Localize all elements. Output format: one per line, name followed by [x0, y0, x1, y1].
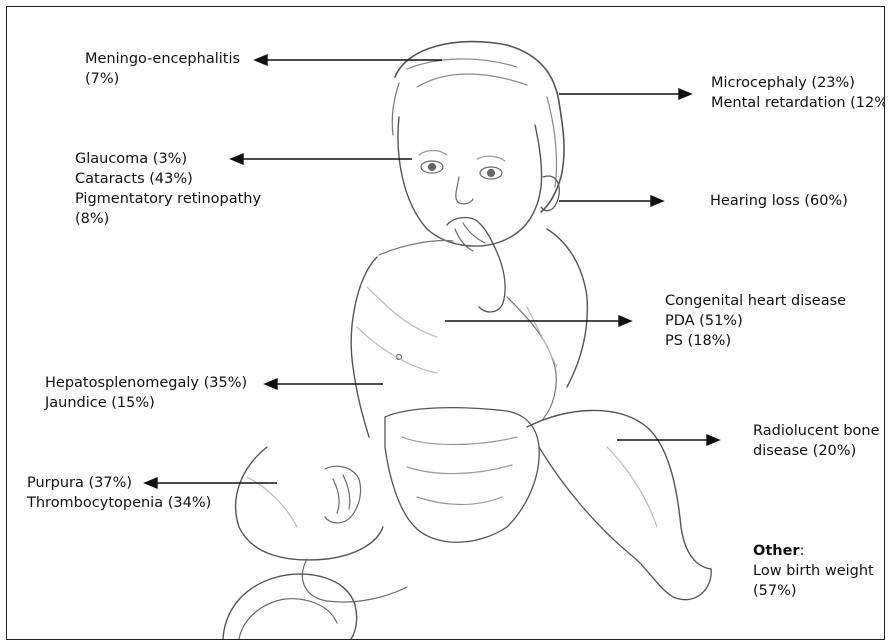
label-microcephaly: Microcephaly (23%) Mental retardation (1… [711, 73, 885, 113]
label-congenital-heart-disease: Congenital heart disease PDA (51%) PS (1… [665, 291, 846, 351]
label-hepatosplenomegaly: Hepatosplenomegaly (35%) Jaundice (15%) [45, 373, 247, 413]
label-radiolucent-bone-disease: Radiolucent bone disease (20%) [753, 421, 880, 461]
label-line: Thrombocytopenia (34%) [27, 493, 211, 513]
arrow-micro-head [679, 89, 691, 99]
label-line: Pigmentatory retinopathy [75, 189, 261, 209]
label-line: Microcephaly (23%) [711, 73, 885, 93]
label-line: PS (18%) [665, 331, 846, 351]
label-line: Glaucoma (3%) [75, 149, 261, 169]
figure-frame: Meningo-encephalitis (7%) Microcephaly (… [6, 6, 885, 640]
label-line: (8%) [75, 209, 261, 229]
label-line: Jaundice (15%) [45, 393, 247, 413]
label-purpura: Purpura (37%) Thrombocytopenia (34%) [27, 473, 211, 513]
label-line: disease (20%) [753, 441, 880, 461]
label-line: Congenital heart disease [665, 291, 846, 311]
label-line: (7%) [85, 69, 240, 89]
label-other: Other: Low birth weight (57%) [753, 541, 874, 601]
arrow-heart-head [619, 316, 631, 326]
label-meningo-encephalitis: Meningo-encephalitis (7%) [85, 49, 240, 89]
label-line: Purpura (37%) [27, 473, 211, 493]
label-eye-findings: Glaucoma (3%) Cataracts (43%) Pigmentato… [75, 149, 261, 229]
label-line: Cataracts (43%) [75, 169, 261, 189]
label-hearing-loss: Hearing loss (60%) [710, 191, 848, 211]
label-line: Hepatosplenomegaly (35%) [45, 373, 247, 393]
other-heading-text: Other [753, 543, 800, 559]
label-line: Hearing loss (60%) [710, 191, 848, 211]
label-line: Low birth weight [753, 561, 874, 581]
arrow-hepato-head [265, 379, 277, 389]
arrow-meningo-head [255, 55, 267, 65]
label-line: (57%) [753, 581, 874, 601]
label-line: Meningo-encephalitis [85, 49, 240, 69]
other-heading-colon: : [800, 543, 805, 559]
label-line: Mental retardation (12%) [711, 93, 885, 113]
label-line: PDA (51%) [665, 311, 846, 331]
annotation-arrows [145, 55, 719, 488]
arrow-hearing-head [651, 196, 663, 206]
label-other-heading: Other: [753, 541, 874, 561]
label-line: Radiolucent bone [753, 421, 880, 441]
arrow-bone-head [707, 435, 719, 445]
